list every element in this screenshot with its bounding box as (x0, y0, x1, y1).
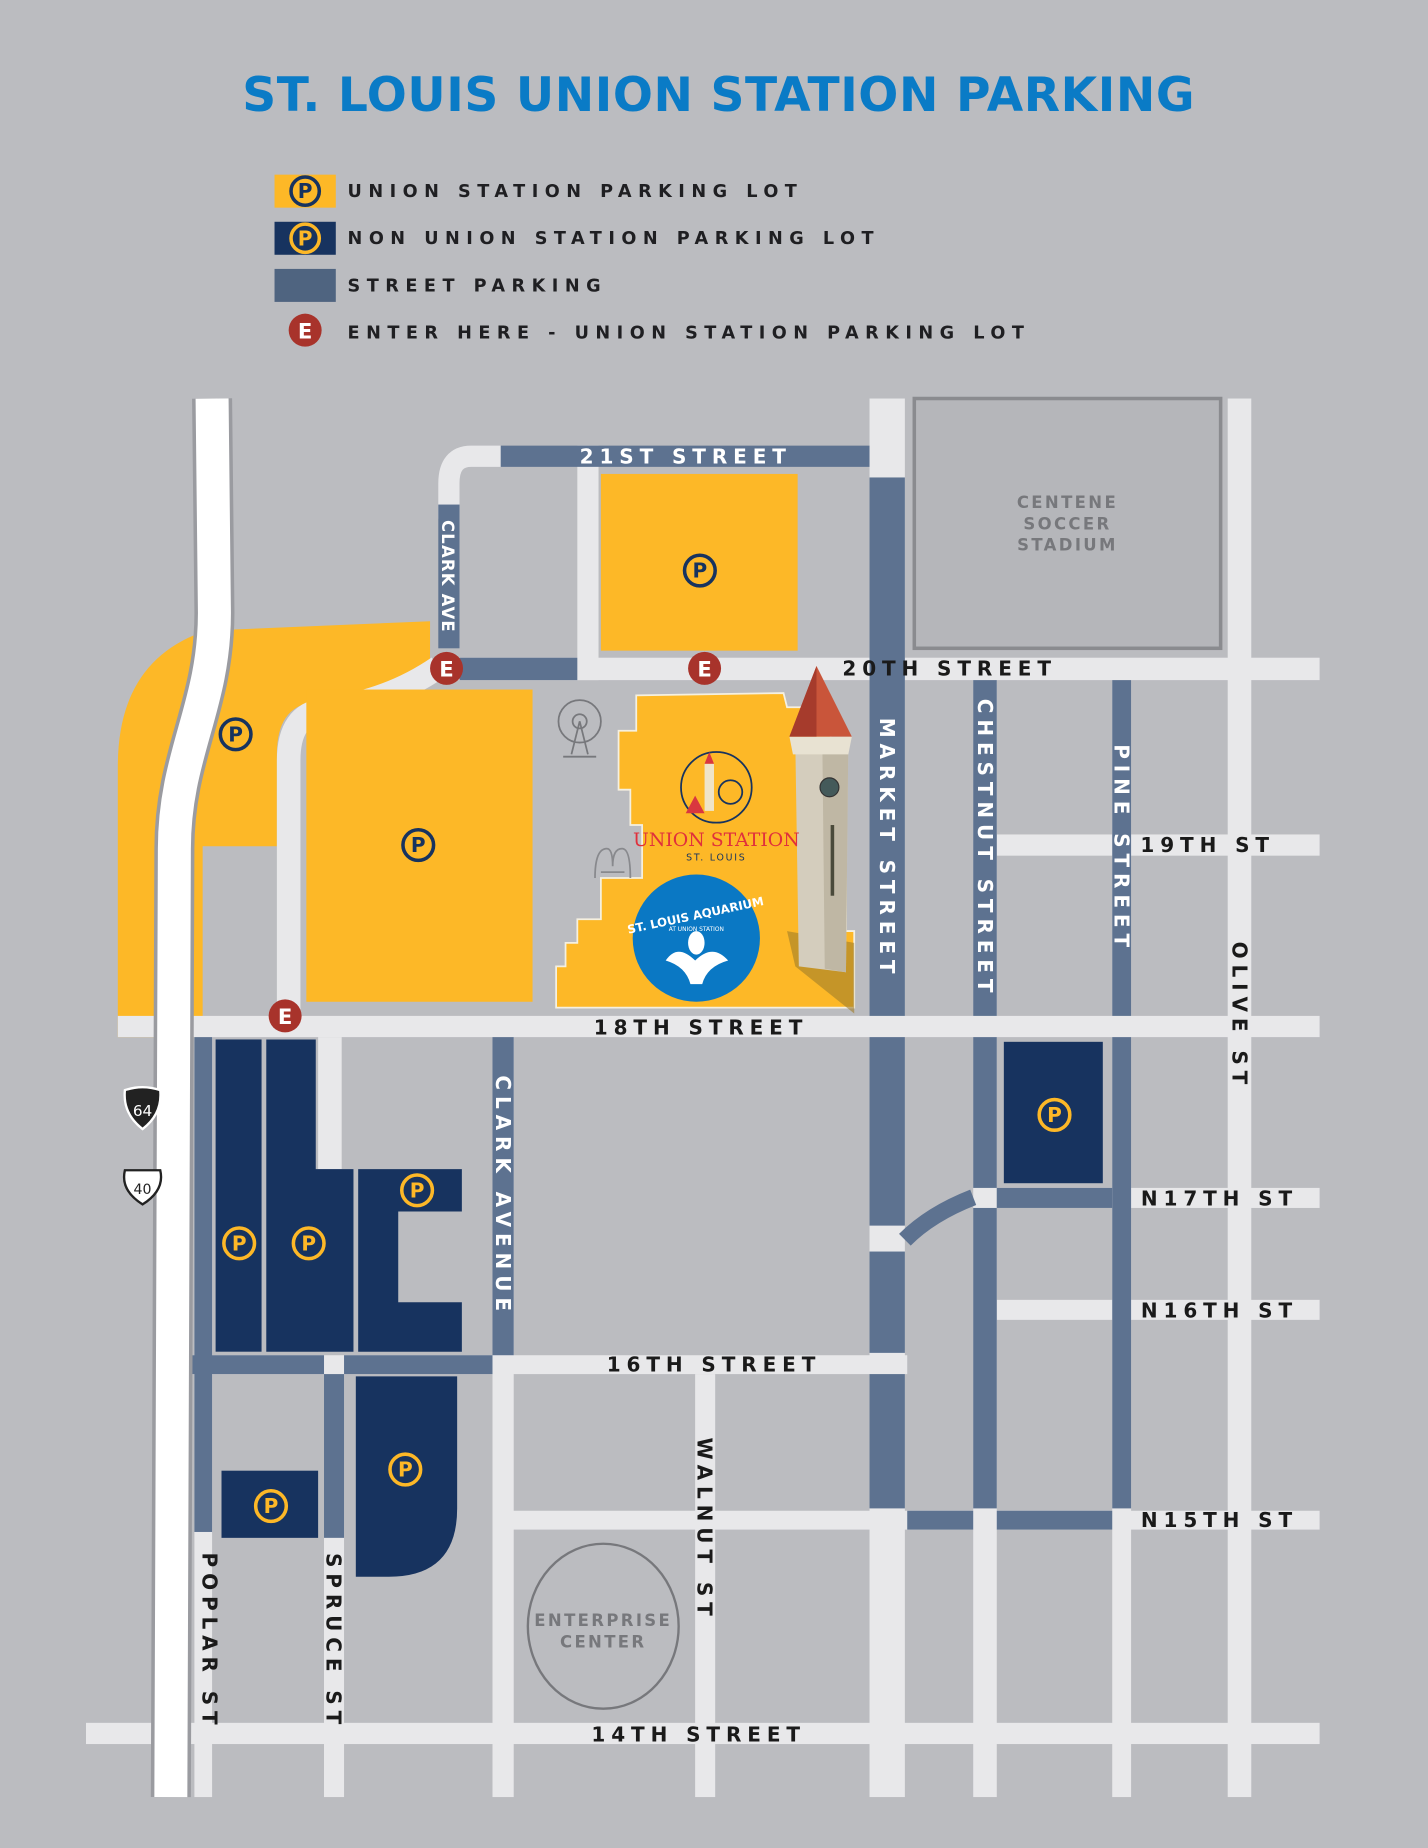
union-station-logo: UNION STATION ST. LOUIS (633, 751, 800, 863)
interstate-64-shield-icon: 64 (123, 1086, 162, 1131)
page-title: ST. LOUIS UNION STATION PARKING (242, 68, 1195, 123)
svg-text:16TH STREET: 16TH STREET (607, 1353, 822, 1377)
svg-text:P: P (228, 722, 243, 746)
parking-markers: P P P P P P P P P (218, 553, 1072, 1524)
parking-icon: P (400, 1173, 435, 1208)
svg-text:AT UNION STATION: AT UNION STATION (669, 927, 724, 933)
parking-icon: P (218, 717, 253, 752)
svg-text:CHESTNUT STREET: CHESTNUT STREET (973, 699, 997, 999)
svg-text:CLARK AVE: CLARK AVE (438, 520, 457, 633)
svg-text:40: 40 (134, 1182, 152, 1198)
fountain-icon (594, 847, 632, 879)
svg-text:ST. LOUIS: ST. LOUIS (686, 852, 746, 863)
parking-icon: P (401, 827, 436, 863)
svg-text:64: 64 (133, 1102, 152, 1120)
enterprise-center (526, 1542, 680, 1710)
svg-text:E: E (697, 657, 711, 682)
svg-text:E: E (298, 318, 312, 343)
svg-text:P: P (264, 1494, 279, 1518)
parking-icon: P (298, 179, 313, 203)
svg-text:POPLAR ST: POPLAR ST (198, 1552, 222, 1730)
parking-icon: P (1037, 1097, 1072, 1132)
svg-text:P: P (1047, 1103, 1062, 1127)
svg-text:P: P (232, 1231, 247, 1255)
us-40-shield-icon: 40 (122, 1169, 163, 1206)
svg-text:SOCCER: SOCCER (1023, 514, 1111, 533)
union-lot-main[interactable] (306, 689, 533, 1002)
parking-icon: P (682, 553, 717, 588)
svg-text:WALNUT ST: WALNUT ST (693, 1438, 717, 1622)
svg-text:P: P (411, 833, 426, 857)
legend-label: UNION STATION PARKING LOT (348, 182, 804, 202)
svg-text:P: P (301, 1231, 316, 1255)
svg-text:18TH STREET: 18TH STREET (594, 1016, 809, 1040)
svg-text:UNION STATION: UNION STATION (633, 830, 800, 851)
street-labels: 21ST STREET 20TH STREET 19TH ST 18TH STR… (198, 444, 1298, 1747)
parking-icon: P (222, 1226, 257, 1261)
ferris-wheel-icon (557, 699, 602, 758)
legend-label: STREET PARKING (348, 276, 607, 296)
union-lot-north[interactable] (600, 473, 798, 651)
legend-label: NON UNION STATION PARKING LOT (348, 229, 880, 249)
svg-text:STADIUM: STADIUM (1017, 536, 1118, 555)
svg-text:CENTENE: CENTENE (1017, 493, 1118, 512)
clock-tower-icon (787, 665, 855, 1014)
centene-stadium (912, 396, 1223, 651)
legend: P UNION STATION PARKING LOT P NON UNION … (274, 174, 1031, 347)
svg-text:N16TH ST: N16TH ST (1141, 1299, 1298, 1323)
parking-icon: P (388, 1452, 423, 1487)
svg-text:21ST STREET: 21ST STREET (580, 444, 792, 468)
entrance-marker-20th[interactable]: E (688, 651, 722, 685)
parking-icon: P (298, 226, 313, 250)
svg-text:PINE STREET: PINE STREET (1110, 744, 1134, 953)
non-union-lots[interactable] (215, 1039, 1103, 1577)
legend-swatch-union (274, 174, 336, 208)
svg-text:N17TH ST: N17TH ST (1141, 1187, 1298, 1211)
svg-text:P: P (410, 1178, 425, 1202)
svg-text:N15TH ST: N15TH ST (1141, 1508, 1298, 1532)
svg-text:CLARK AVENUE: CLARK AVENUE (491, 1075, 515, 1317)
entrance-marker-18th[interactable]: E (268, 999, 302, 1033)
svg-text:E: E (439, 657, 453, 682)
svg-text:MARKET STREET: MARKET STREET (875, 718, 899, 980)
svg-text:20TH STREET: 20TH STREET (842, 656, 1057, 680)
parking-icon: P (253, 1488, 289, 1524)
svg-text:19TH ST: 19TH ST (1140, 833, 1275, 857)
street-parking[interactable] (180, 445, 1132, 1538)
entrance-marker-clark[interactable]: E (430, 651, 464, 685)
legend-swatch-street (274, 268, 336, 302)
svg-text:SPRUCE ST: SPRUCE ST (321, 1553, 345, 1730)
legend-label: ENTER HERE - UNION STATION PARKING LOT (348, 323, 1031, 343)
svg-text:P: P (398, 1458, 413, 1482)
svg-text:E: E (278, 1004, 292, 1029)
parking-icon: P (291, 1226, 326, 1261)
svg-text:CENTER: CENTER (560, 1632, 647, 1651)
svg-text:OLIVE ST: OLIVE ST (1227, 942, 1251, 1091)
legend-swatch-non-union (274, 221, 336, 255)
aquarium-logo: ST. LOUIS AQUARIUM AT UNION STATION (626, 874, 765, 1002)
svg-text:14TH STREET: 14TH STREET (591, 1723, 806, 1747)
svg-text:P: P (693, 559, 708, 583)
entrance-icon (288, 313, 322, 347)
svg-text:ENTERPRISE: ENTERPRISE (534, 1611, 672, 1630)
